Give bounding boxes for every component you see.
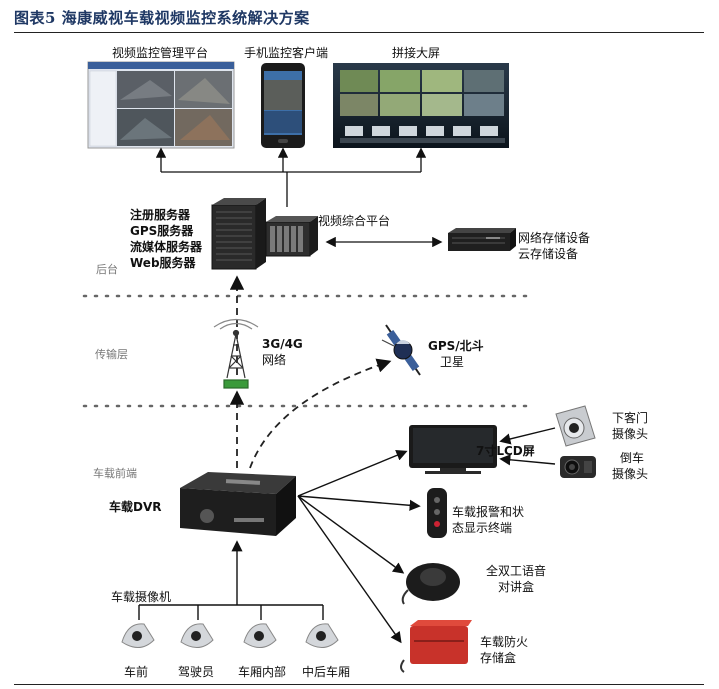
- gps-labels: GPS/北斗 卫星: [428, 338, 484, 370]
- camera-group-label: 车载摄像机: [111, 590, 172, 604]
- dvr-device: [180, 472, 296, 536]
- platform-label: 视频监控管理平台: [112, 46, 209, 60]
- firebox-labels: 车载防火 存储盒: [480, 634, 528, 666]
- server-gps: GPS服务器: [130, 224, 194, 238]
- storage-device: [448, 228, 516, 251]
- firebox-line1: 车载防火: [480, 635, 529, 649]
- camera-cabin-icon: [243, 623, 277, 648]
- intercom-labels: 全双工语音 对讲盒: [486, 563, 546, 595]
- storage-cloud: 云存储设备: [518, 247, 579, 261]
- figure-title: 图表5 海康威视车载视频监控系统解决方案: [14, 9, 310, 27]
- rear-cam-labels: 倒车 摄像头: [612, 450, 648, 482]
- bottom-rule: [14, 684, 704, 685]
- dvr-peripheral-arrows: [297, 450, 421, 644]
- lcd-label: 7寸LCD屏: [476, 444, 535, 458]
- camera-front-label: 车前: [124, 665, 149, 679]
- camera-rear-cabin-label: 中后车厢: [302, 665, 351, 679]
- layer-transport: 传输层: [95, 348, 128, 361]
- satellite-word: 卫星: [440, 355, 465, 369]
- network-word: 网络: [262, 353, 287, 367]
- layer-vehicle: 车载前端: [93, 467, 137, 480]
- camera-driver-icon: [180, 623, 214, 648]
- camera-front-icon: [121, 623, 155, 648]
- layer-backend: 后台: [96, 263, 118, 276]
- integrated-chassis: [265, 216, 318, 257]
- server-streaming: 流媒体服务器: [130, 240, 203, 254]
- top-arrows: [155, 147, 427, 207]
- network-labels: 3G/4G 网络: [262, 336, 303, 368]
- network-3g4g: 3G/4G: [262, 337, 303, 351]
- alarm-line2: 态显示终端: [452, 521, 513, 535]
- platform-screenshot: [87, 61, 235, 149]
- integrated-platform-label: 视频综合平台: [318, 214, 391, 228]
- rear-cam-line1: 倒车: [620, 451, 645, 465]
- title-rule: [14, 32, 704, 33]
- dvr-label: 车载DVR: [109, 500, 162, 514]
- intercom-line1: 全双工语音: [486, 564, 547, 578]
- door-cam-line1: 下客门: [612, 411, 649, 425]
- storage-network: 网络存储设备: [518, 231, 591, 245]
- door-cam-line2: 摄像头: [612, 427, 649, 441]
- gps-beidou: GPS/北斗: [428, 339, 484, 353]
- camera-to-lcd-arrows: [499, 427, 556, 466]
- rear-camera: [560, 456, 596, 478]
- dome-cameras: [121, 623, 339, 648]
- gps-link-arrow: [249, 358, 392, 469]
- server-list: 注册服务器 GPS服务器 流媒体服务器 Web服务器: [130, 207, 202, 271]
- alarm-labels: 车载报警和状 态显示终端: [452, 504, 524, 536]
- mobile-label: 手机监控客户端: [244, 46, 329, 60]
- firebox-line2: 存储盒: [480, 651, 517, 665]
- camera-driver-label: 驾驶员: [178, 665, 215, 679]
- camera-bus: [138, 540, 324, 620]
- lcd-monitor: [409, 425, 497, 474]
- satellite: [381, 324, 421, 376]
- alarm-line1: 车载报警和状: [452, 505, 525, 519]
- door-camera: [555, 405, 596, 447]
- fire-storage-box: [400, 620, 472, 673]
- intercom-box: [401, 563, 460, 605]
- mobile-phone: [261, 63, 305, 148]
- camera-cabin-label: 车厢内部: [238, 665, 287, 679]
- cell-tower: [213, 318, 259, 389]
- camera-rear-cabin-icon: [305, 623, 339, 648]
- alarm-terminal: [427, 488, 447, 538]
- video-wall: [333, 63, 509, 148]
- storage-labels: 网络存储设备 云存储设备: [518, 230, 590, 262]
- server-web: Web服务器: [130, 256, 196, 270]
- server-register: 注册服务器: [130, 208, 191, 222]
- wall-label: 拼接大屏: [392, 46, 441, 60]
- rear-cam-line2: 摄像头: [612, 467, 649, 481]
- door-cam-labels: 下客门 摄像头: [612, 410, 648, 442]
- server-rack: [211, 198, 266, 270]
- intercom-line2: 对讲盒: [498, 580, 535, 594]
